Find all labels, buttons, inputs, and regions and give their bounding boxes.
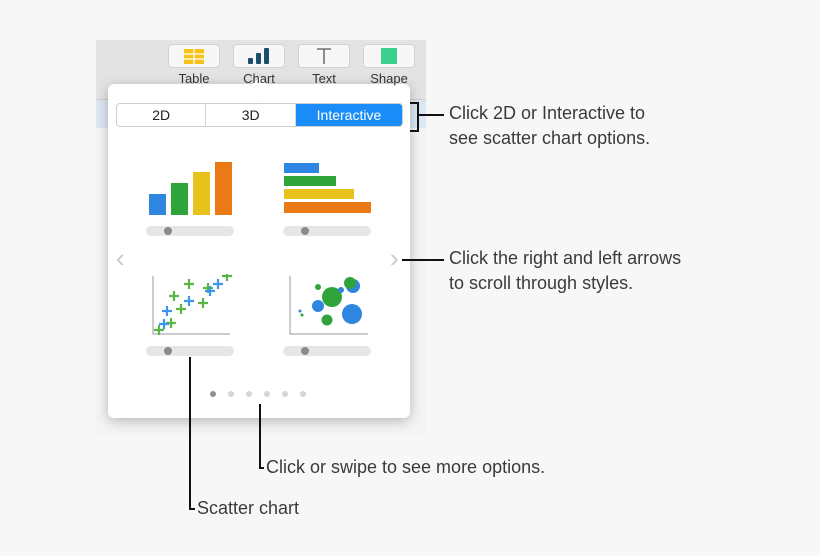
slider-knob[interactable] bbox=[301, 347, 309, 355]
slider-knob[interactable] bbox=[164, 227, 172, 235]
shape-icon bbox=[381, 48, 397, 64]
chart-label: Chart bbox=[243, 71, 275, 86]
chart-icon bbox=[248, 48, 269, 64]
style-slider[interactable] bbox=[146, 226, 234, 236]
chevron-left-icon[interactable]: ‹ bbox=[116, 243, 125, 273]
page-dot[interactable] bbox=[246, 391, 252, 397]
chevron-right-icon[interactable]: › bbox=[390, 243, 399, 273]
tab-3d[interactable]: 3D bbox=[206, 104, 296, 126]
table-label: Table bbox=[178, 71, 210, 86]
page-dot[interactable] bbox=[228, 391, 234, 397]
page-dot[interactable] bbox=[264, 391, 270, 397]
chart-button[interactable] bbox=[233, 44, 285, 68]
chart-type-segmented-control: 2D 3D Interactive bbox=[116, 103, 403, 127]
callout-line bbox=[189, 508, 195, 510]
chart-popover bbox=[108, 84, 410, 418]
callout-dots: Click or swipe to see more options. bbox=[266, 457, 546, 477]
callout-line bbox=[418, 114, 444, 116]
table-button[interactable] bbox=[168, 44, 220, 68]
scatter-chart-style[interactable] bbox=[148, 274, 232, 336]
callout-arrows: Click the right and left arrows to scrol… bbox=[449, 246, 681, 296]
callout-segment: Click 2D or Interactive to see scatter c… bbox=[449, 101, 650, 151]
callout-bracket bbox=[417, 102, 419, 132]
text-icon bbox=[317, 48, 331, 64]
callout-line bbox=[189, 357, 191, 509]
callout-line bbox=[259, 467, 264, 469]
page-dot[interactable] bbox=[282, 391, 288, 397]
style-slider[interactable] bbox=[146, 346, 234, 356]
callout-bracket bbox=[410, 102, 418, 104]
callout-text: Click 2D or Interactive to bbox=[449, 103, 646, 123]
text-label: Text bbox=[312, 71, 336, 86]
slider-knob[interactable] bbox=[301, 227, 309, 235]
callout-line bbox=[259, 404, 261, 468]
text-button[interactable] bbox=[298, 44, 350, 68]
shape-label: Shape bbox=[370, 71, 408, 86]
callout-line bbox=[402, 259, 444, 261]
style-slider[interactable] bbox=[283, 346, 371, 356]
table-icon bbox=[184, 48, 204, 64]
callout-text: Click the right and left arrows bbox=[449, 248, 682, 268]
column-chart-style[interactable] bbox=[148, 160, 234, 216]
bar-chart-style[interactable] bbox=[284, 162, 372, 214]
bubble-chart-style[interactable] bbox=[288, 274, 370, 336]
style-slider[interactable] bbox=[283, 226, 371, 236]
tab-interactive[interactable]: Interactive bbox=[295, 104, 402, 126]
slider-knob[interactable] bbox=[164, 347, 172, 355]
callout-text: see scatter chart options. bbox=[449, 128, 651, 148]
callout-scatter: Scatter chart bbox=[197, 498, 300, 518]
shape-button[interactable] bbox=[363, 44, 415, 68]
callout-bracket bbox=[410, 130, 418, 132]
page-dot[interactable] bbox=[300, 391, 306, 397]
tab-2d[interactable]: 2D bbox=[117, 104, 207, 126]
callout-text: to scroll through styles. bbox=[449, 273, 634, 293]
page-dot[interactable] bbox=[210, 391, 216, 397]
